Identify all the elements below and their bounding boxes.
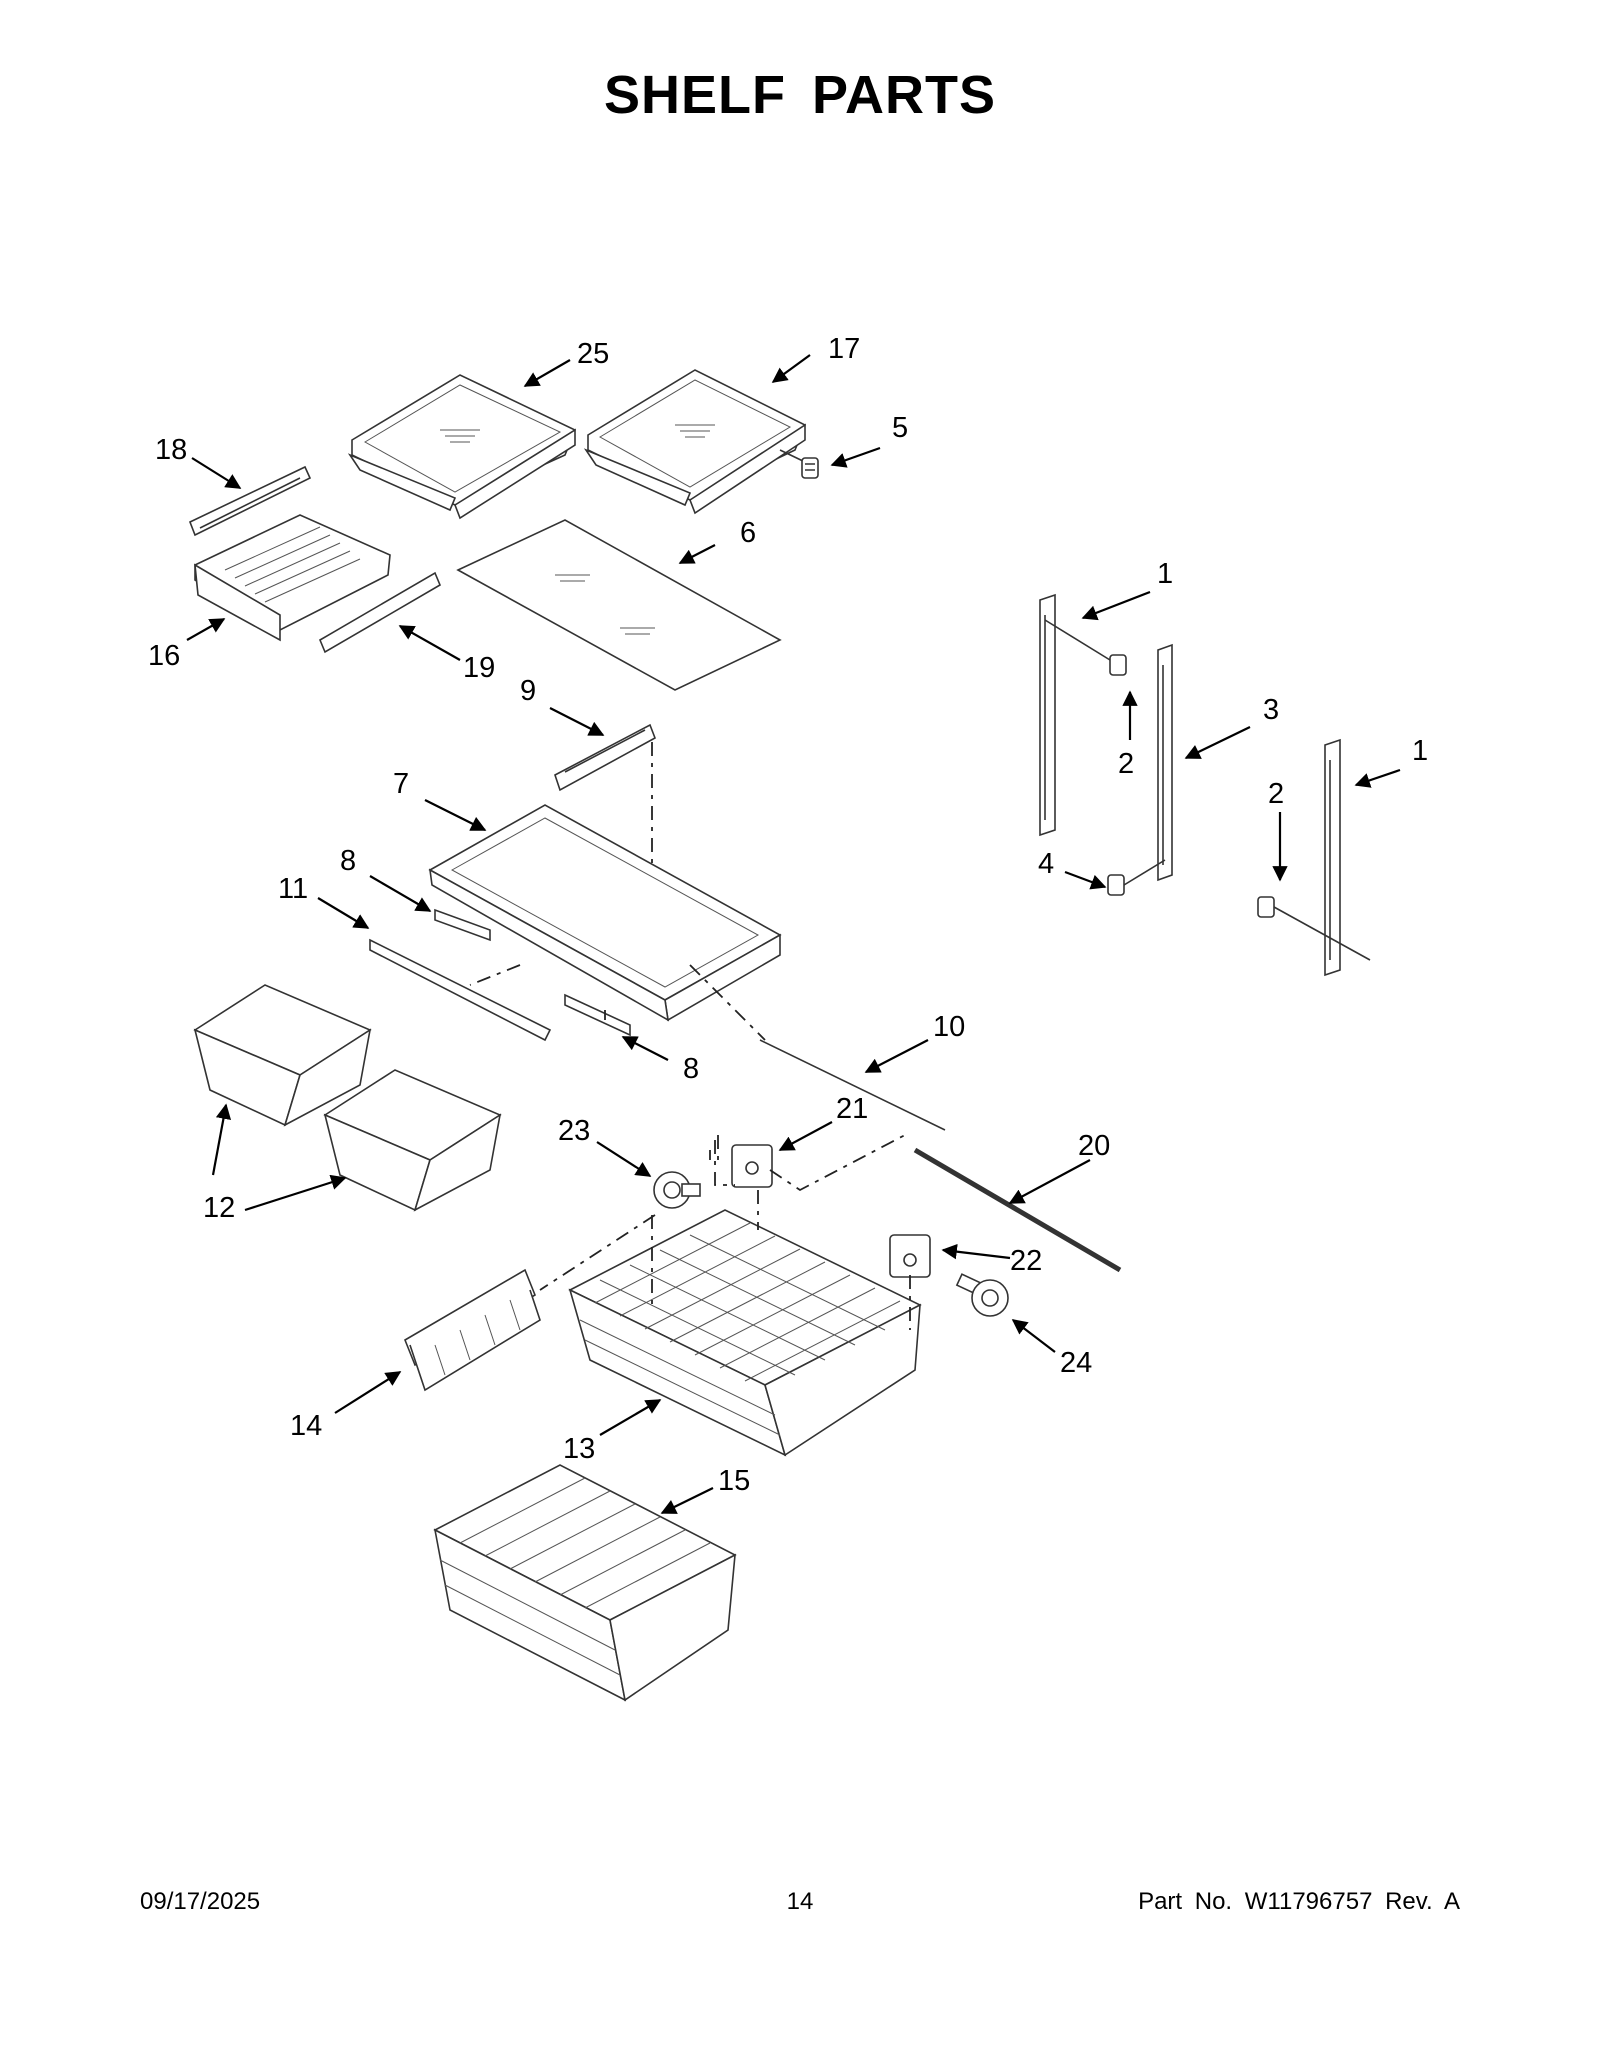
shelf-frame-part-7[interactable]	[428, 804, 782, 1022]
shelf-part-17[interactable]	[583, 369, 807, 515]
callout-17: 17	[828, 333, 860, 365]
callout-4: 4	[1038, 848, 1054, 880]
screw-part-2-upper[interactable]	[1044, 619, 1127, 676]
assembly-lines	[469, 742, 911, 1330]
bracket-part-9[interactable]	[554, 723, 656, 792]
rod-part-10[interactable]	[759, 1039, 946, 1131]
callout-7: 7	[393, 768, 409, 800]
callout-2-lower: 2	[1268, 778, 1284, 810]
gear-part-23[interactable]	[653, 1171, 701, 1209]
strip-part-11[interactable]	[369, 938, 552, 1042]
callout-25: 25	[577, 338, 609, 370]
gear-part-24[interactable]	[955, 1273, 1009, 1317]
bracket-part-22[interactable]	[889, 1234, 931, 1278]
callout-6: 6	[740, 517, 756, 549]
callout-22: 22	[1010, 1245, 1042, 1277]
callout-labels: 25 17 5 18 6 16 19 1 9 2 3 1 2 7 4 8 11 …	[148, 333, 1428, 1497]
footer-page-number: 14	[786, 1888, 814, 1915]
callout-arrows	[186, 354, 1401, 1514]
callout-11: 11	[278, 873, 308, 905]
callout-13: 13	[563, 1433, 595, 1465]
glass-shelf-part-6[interactable]	[456, 519, 782, 691]
divider-part-14[interactable]	[404, 1268, 541, 1392]
rail-part-18[interactable]	[188, 465, 312, 537]
drawer-part-16[interactable]	[194, 514, 391, 642]
rod-part-20[interactable]	[913, 1147, 1122, 1273]
wire-basket-part-13[interactable]	[568, 1209, 922, 1457]
callout-9: 9	[520, 675, 536, 707]
standard-part-3[interactable]	[1157, 643, 1173, 882]
strip-part-8-upper[interactable]	[434, 908, 491, 942]
bin-part-12-left[interactable]	[193, 984, 372, 1127]
shelf-part-25[interactable]	[347, 374, 577, 520]
screw-part-2-lower[interactable]	[1257, 896, 1371, 961]
callout-19: 19	[463, 652, 495, 684]
callout-3: 3	[1263, 694, 1279, 726]
callout-2-upper: 2	[1118, 748, 1134, 780]
rail-part-19[interactable]	[318, 571, 442, 654]
callout-8-lower: 8	[683, 1053, 699, 1085]
page-title: SHELF PARTS	[603, 65, 996, 125]
callout-20: 20	[1078, 1130, 1110, 1162]
screw-part-5[interactable]	[779, 449, 819, 479]
footer-part-number: Part No. W11796757 Rev. A	[1138, 1888, 1460, 1915]
callout-1-right: 1	[1412, 735, 1428, 767]
callout-12: 12	[203, 1192, 235, 1224]
callout-10: 10	[933, 1011, 965, 1043]
callout-14: 14	[290, 1410, 322, 1442]
callout-24: 24	[1060, 1347, 1092, 1379]
callout-16: 16	[148, 640, 180, 672]
strip-part-8-lower[interactable]	[564, 993, 631, 1037]
callout-1-left: 1	[1157, 558, 1173, 590]
callout-18: 18	[155, 434, 187, 466]
callout-8-upper: 8	[340, 845, 356, 877]
bin-part-12-right[interactable]	[323, 1069, 502, 1212]
footer-date: 09/17/2025	[140, 1888, 261, 1915]
callout-21: 21	[836, 1093, 868, 1125]
bracket-part-21[interactable]	[731, 1144, 773, 1188]
callout-23: 23	[558, 1115, 590, 1147]
screw-part-4[interactable]	[1107, 859, 1166, 896]
callout-15: 15	[718, 1465, 750, 1497]
callout-5: 5	[892, 412, 908, 444]
wire-basket-part-15[interactable]	[433, 1464, 737, 1702]
standard-part-1-left[interactable]	[1039, 593, 1056, 837]
standard-part-1-right[interactable]	[1324, 738, 1341, 977]
